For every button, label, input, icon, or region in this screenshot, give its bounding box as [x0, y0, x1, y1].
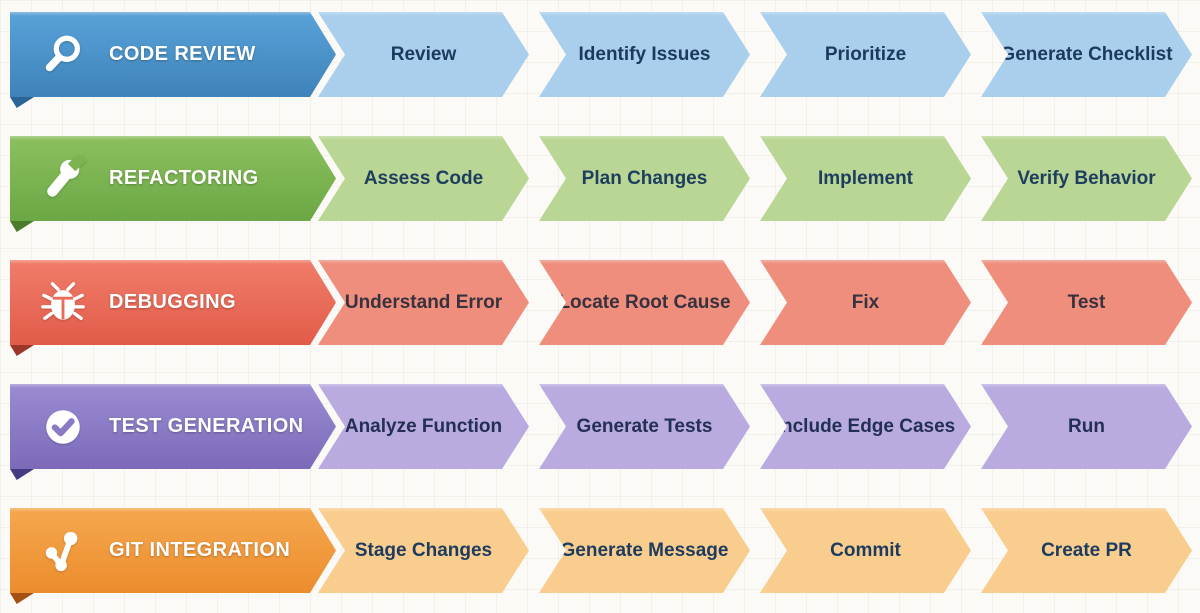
step-label: Create PR [1041, 539, 1132, 561]
workflow-header: REFACTORING [10, 136, 336, 221]
workflow-steps: Stage Changes Generate Message Commit Cr… [318, 508, 1192, 593]
workflow-row: DEBUGGING Understand Error Locate Root C… [0, 260, 1200, 356]
step-label: Locate Root Cause [558, 291, 731, 313]
workflow-step: Analyze Function [318, 384, 529, 469]
workflow-step: Include Edge Cases [760, 384, 971, 469]
workflow-header: TEST GENERATION [10, 384, 336, 469]
bug-icon [40, 280, 86, 326]
workflow-header: DEBUGGING [10, 260, 336, 345]
step-label: Commit [830, 539, 901, 561]
workflow-step: Understand Error [318, 260, 529, 345]
magnifier-icon [40, 32, 86, 78]
ribbon-fold [10, 593, 34, 604]
ribbon-fold [10, 97, 34, 108]
workflow-title: REFACTORING [109, 167, 259, 189]
step-label: Plan Changes [581, 167, 708, 189]
workflow-step: Generate Message [539, 508, 750, 593]
step-label: Review [390, 43, 457, 65]
step-label: Fix [851, 291, 880, 313]
workflow-step: Assess Code [318, 136, 529, 221]
workflow-diagram: CODE REVIEW Review Identify Issues Prior… [0, 12, 1200, 604]
workflow-step: Test [981, 260, 1192, 345]
workflow-title: TEST GENERATION [109, 415, 304, 437]
step-label: Identify Issues [578, 43, 711, 65]
wrench-icon [40, 156, 86, 202]
workflow-row: CODE REVIEW Review Identify Issues Prior… [0, 12, 1200, 108]
step-label: Verify Behavior [1017, 167, 1156, 189]
step-label: Stage Changes [354, 539, 493, 561]
workflow-steps: Analyze Function Generate Tests Include … [318, 384, 1192, 469]
step-label: Assess Code [363, 167, 484, 189]
step-label: Generate Tests [576, 415, 713, 437]
workflow-step: Generate Checklist [981, 12, 1192, 97]
workflow-step: Review [318, 12, 529, 97]
workflow-step: Commit [760, 508, 971, 593]
workflow-step: Identify Issues [539, 12, 750, 97]
workflow-row: TEST GENERATION Analyze Function Generat… [0, 384, 1200, 480]
step-label: Implement [817, 167, 914, 189]
workflow-step: Plan Changes [539, 136, 750, 221]
ribbon-fold [10, 469, 34, 480]
workflow-step: Run [981, 384, 1192, 469]
workflow-step: Locate Root Cause [539, 260, 750, 345]
step-label: Understand Error [344, 291, 503, 313]
workflow-row: GIT INTEGRATION Stage Changes Generate M… [0, 508, 1200, 604]
step-label: Generate Checklist [1000, 43, 1173, 65]
step-label: Analyze Function [344, 415, 503, 437]
check-circle-icon [40, 404, 86, 450]
step-label: Generate Message [560, 539, 729, 561]
workflow-step: Create PR [981, 508, 1192, 593]
workflow-header: CODE REVIEW [10, 12, 336, 97]
step-label: Test [1067, 291, 1106, 313]
workflow-step: Prioritize [760, 12, 971, 97]
workflow-title: CODE REVIEW [109, 43, 256, 65]
step-label: Prioritize [824, 43, 907, 65]
workflow-steps: Understand Error Locate Root Cause Fix T… [318, 260, 1192, 345]
step-label: Include Edge Cases [775, 415, 956, 437]
workflow-row: REFACTORING Assess Code Plan Changes Imp… [0, 136, 1200, 232]
workflow-step: Generate Tests [539, 384, 750, 469]
workflow-title: GIT INTEGRATION [109, 539, 291, 561]
workflow-steps: Assess Code Plan Changes Implement Verif… [318, 136, 1192, 221]
workflow-step: Implement [760, 136, 971, 221]
workflow-step: Fix [760, 260, 971, 345]
workflow-header: GIT INTEGRATION [10, 508, 336, 593]
git-branch-icon [40, 528, 86, 574]
step-label: Run [1068, 415, 1105, 437]
workflow-steps: Review Identify Issues Prioritize Genera… [318, 12, 1192, 97]
ribbon-fold [10, 345, 34, 356]
ribbon-fold [10, 221, 34, 232]
workflow-title: DEBUGGING [109, 291, 236, 313]
workflow-step: Stage Changes [318, 508, 529, 593]
workflow-step: Verify Behavior [981, 136, 1192, 221]
